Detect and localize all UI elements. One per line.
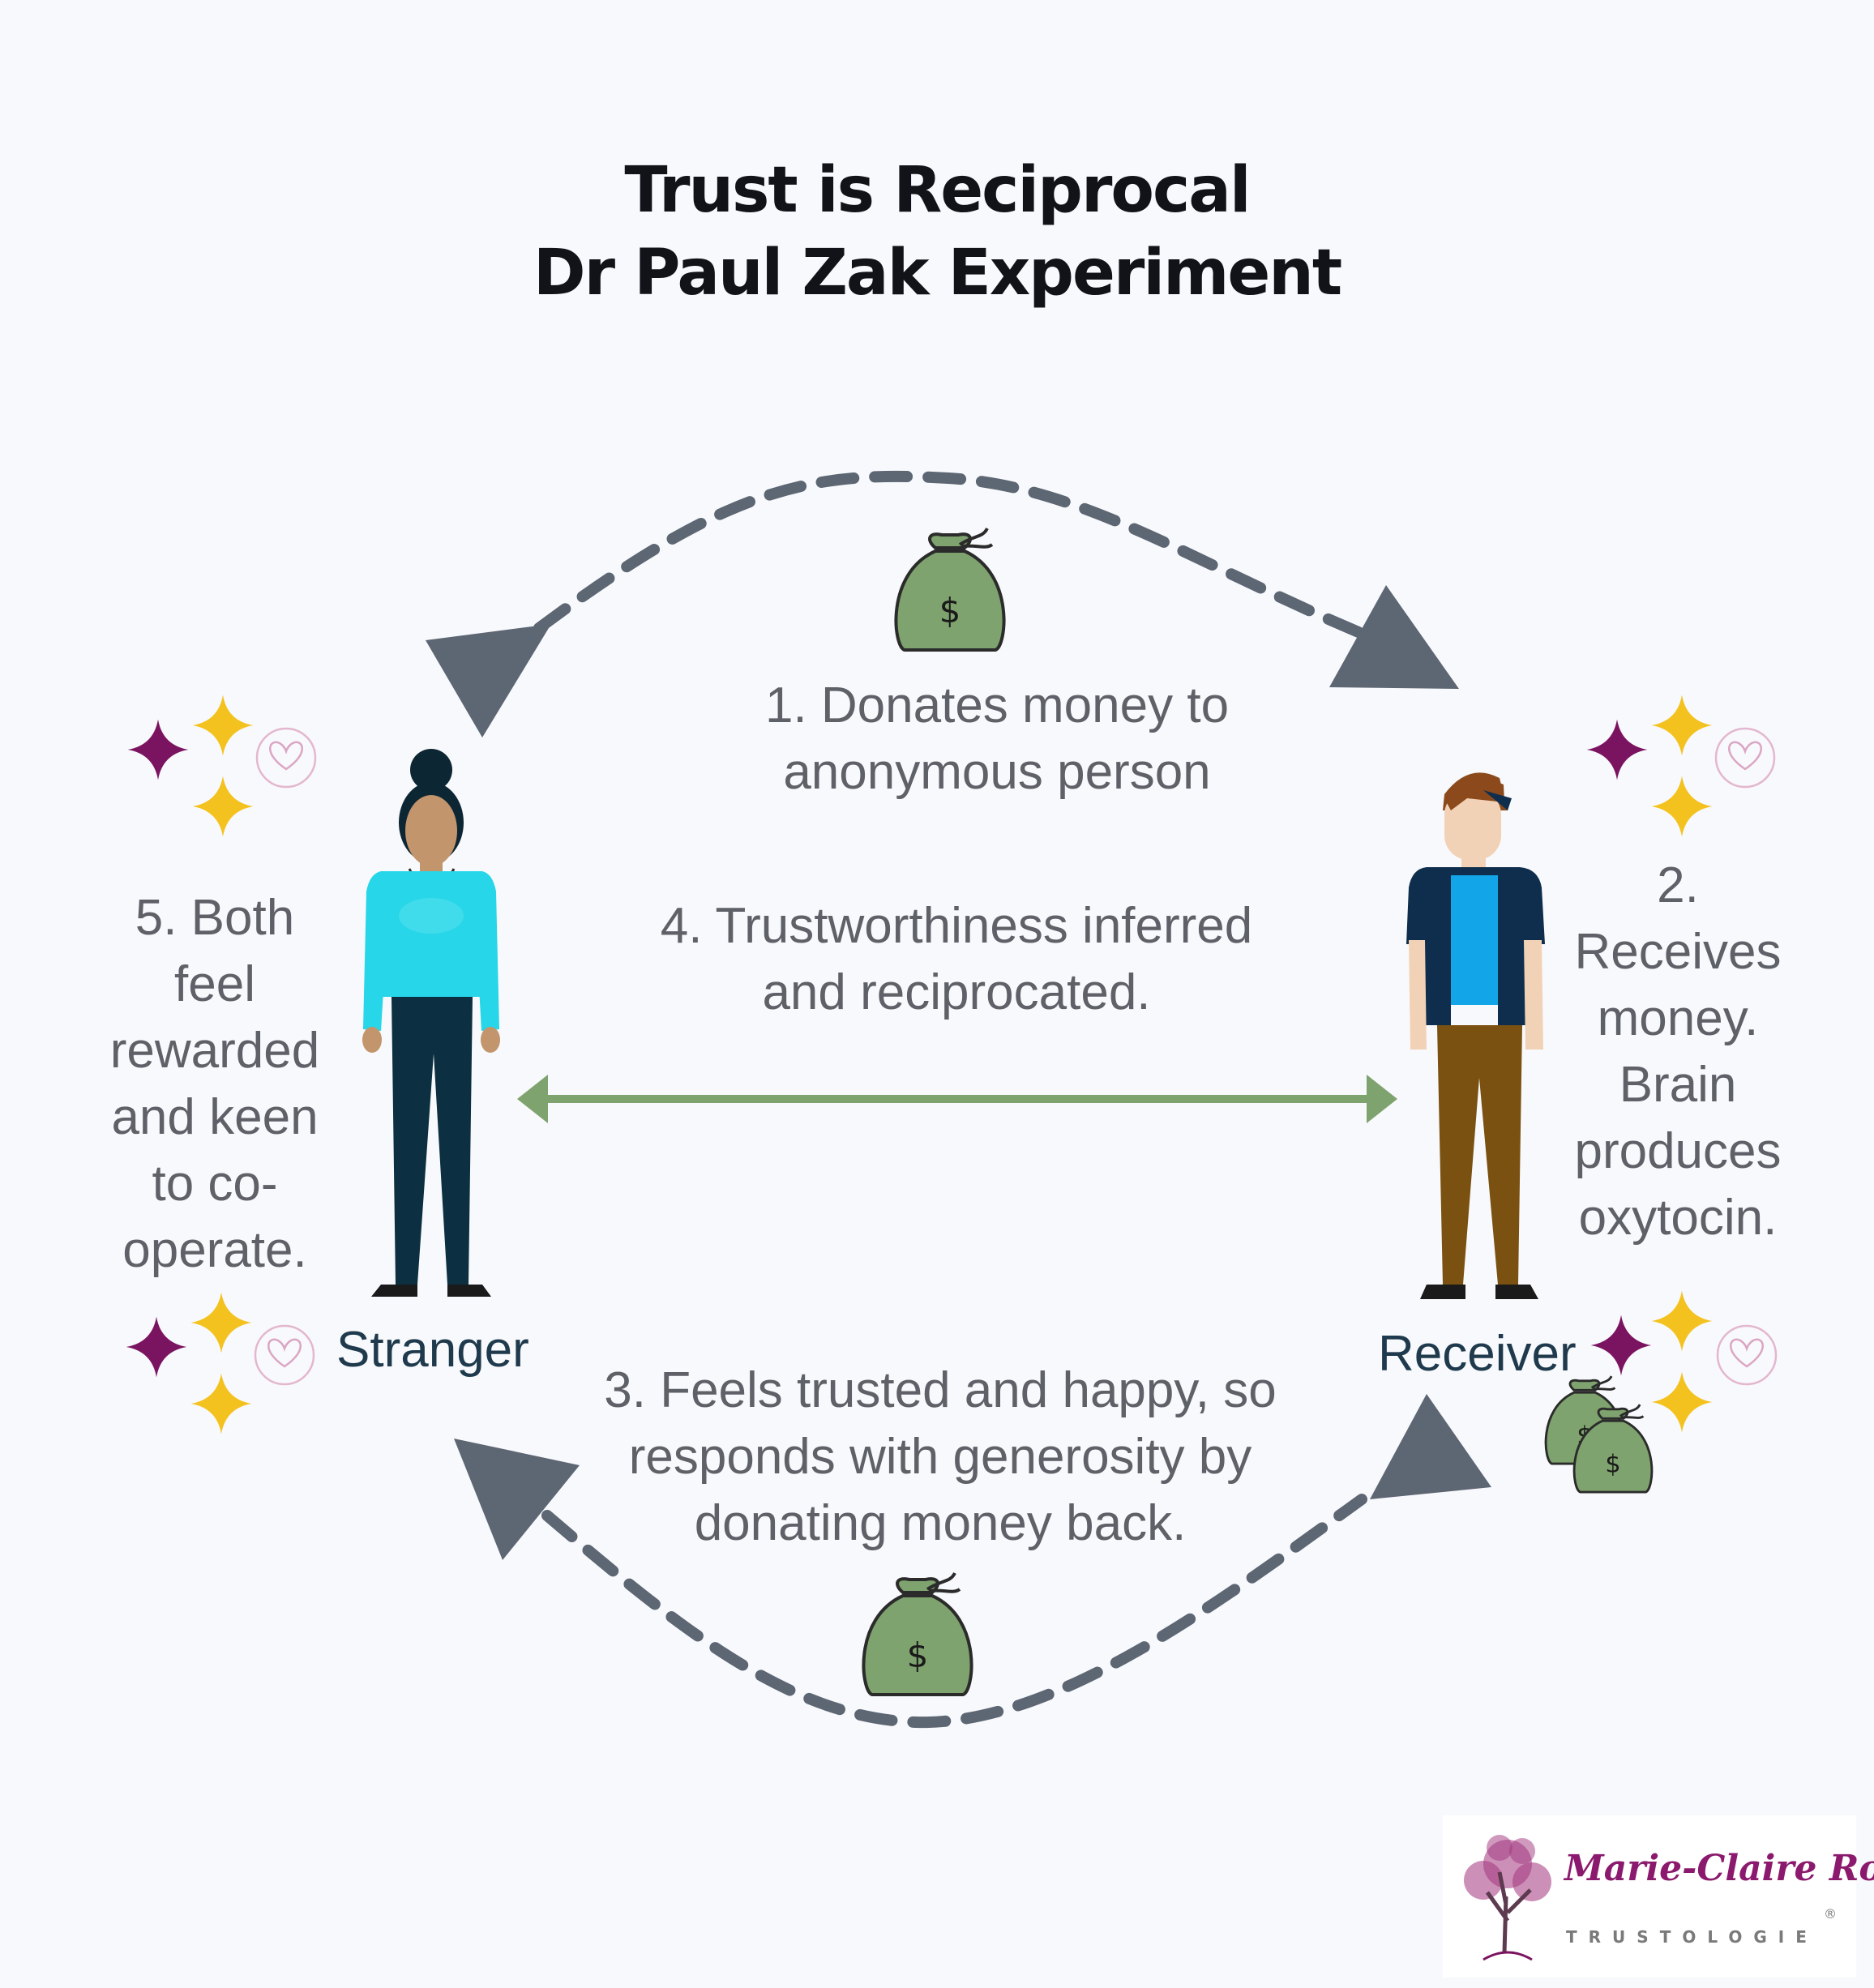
receiver-label: Receiver [1378, 1326, 1577, 1382]
title-line-1: Trust is Reciprocal [624, 154, 1251, 227]
receiver-figure [1406, 772, 1545, 1299]
top-right-arrowhead [1329, 585, 1459, 689]
bottom-right-arrowhead [1370, 1394, 1491, 1499]
step-5-text: 5. Both feel rewarded and keen to co- op… [109, 890, 320, 1278]
step-1-text: 1. Donates money to anonymous person [764, 678, 1230, 800]
stranger-label: Stranger [336, 1322, 529, 1378]
svg-text:$: $ [907, 1635, 929, 1675]
registered-mark: ® [1824, 1906, 1837, 1922]
tree-icon [1464, 1835, 1551, 1961]
sparkles-icon [127, 695, 317, 837]
green-double-arrow [517, 1075, 1397, 1123]
logo-tagline: TRUSTOLOGIE [1566, 1927, 1818, 1947]
brand-logo: Marie-Claire Ross TRUSTOLOGIE ® [1443, 1815, 1874, 1977]
sparkles-icon [1586, 695, 1776, 837]
bottom-left-arrowhead [454, 1439, 580, 1560]
svg-text:$: $ [1605, 1451, 1620, 1479]
stranger-figure [362, 749, 500, 1297]
money-bags-pile-icon: $ [1572, 1403, 1654, 1494]
step-4-text: 4. Trustworthiness inferred and reciproc… [660, 898, 1253, 1020]
logo-name: Marie-Claire Ross [1564, 1848, 1874, 1889]
step-3-text: 3. Feels trusted and happy, so responds … [604, 1362, 1277, 1551]
bottom-dashed-arc [541, 1494, 1367, 1729]
step-2-text: 2. Receives money. Brain produces oxytoc… [1574, 857, 1782, 1246]
money-bag-icon: $ [862, 1571, 973, 1696]
svg-text:$: $ [939, 591, 961, 631]
top-left-arrowhead [426, 624, 551, 737]
title-line-2: Dr Paul Zak Experiment [533, 237, 1342, 310]
money-bag-icon: $ [894, 527, 1006, 652]
top-dashed-arc [533, 470, 1384, 646]
sparkles-icon [126, 1292, 315, 1434]
